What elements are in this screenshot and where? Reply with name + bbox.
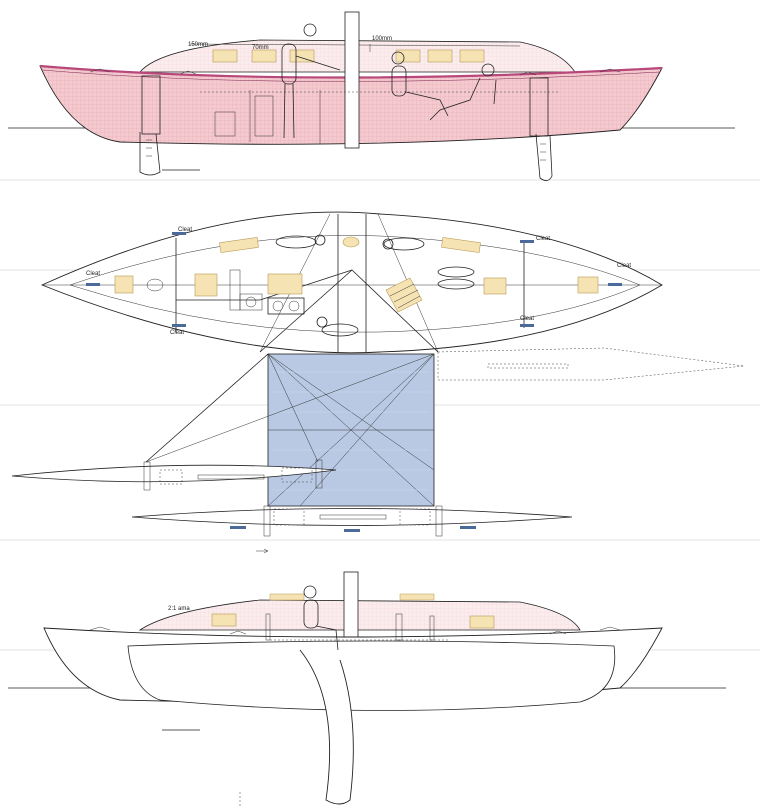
cleat-label: Cleat [617,263,631,269]
ama-ratio-label: 2:1 ama [168,606,190,612]
galley-stove [267,297,305,315]
cleat-mark [86,283,100,286]
cleat-label: Cleat [178,227,192,233]
reclining-figure [429,63,497,121]
standing-figure [281,23,341,139]
dim-70mm-label: 70mm [252,45,269,51]
ama-side-profile [127,640,616,711]
window [469,615,495,629]
window [212,49,238,63]
ama-hull-lower [131,508,573,526]
window [577,276,599,294]
side-elevation-bottom: 2:1 ama [8,571,726,808]
mast-top [344,11,360,149]
cabin-bottom-profile [138,599,581,631]
window [251,49,277,63]
cleat-label: Cleat [86,271,100,277]
daggerboard-fore [139,132,161,176]
window [459,49,485,63]
cleat-label: Cleat [170,330,184,336]
aka-beam-fore [145,353,269,463]
dim-100mm-label: 100mm [372,36,392,42]
plan-view: Cleat Cleat Cleat Cleat Cleat Cleat [11,211,745,554]
window [114,275,134,294]
dim-150mm-label: 150mm [188,42,208,48]
cleat-mark [172,324,186,327]
cleat-mark [520,240,534,243]
daggerboard-foil [299,649,354,805]
side-elevation-top: 150mm 70mm 100mm [8,11,735,181]
cleat-label: Cleat [536,236,550,242]
seated-figure [391,51,449,117]
sheer-band [39,64,663,79]
main-hull-plan [40,211,663,354]
window [427,49,453,63]
window [211,613,237,627]
window [267,273,303,295]
window [483,277,507,295]
ama-hull-plan [11,464,337,483]
window [194,273,218,297]
cleat-mark [608,283,622,286]
cleat-label: Cleat [520,316,534,322]
cleat-mark [172,232,186,235]
seated-figure-bottom [303,585,339,651]
cleat-mark [520,324,534,327]
chart-table [385,277,423,313]
ama-folded-ghost [437,347,745,381]
daggerboard-aft [535,133,553,181]
window [395,49,421,63]
